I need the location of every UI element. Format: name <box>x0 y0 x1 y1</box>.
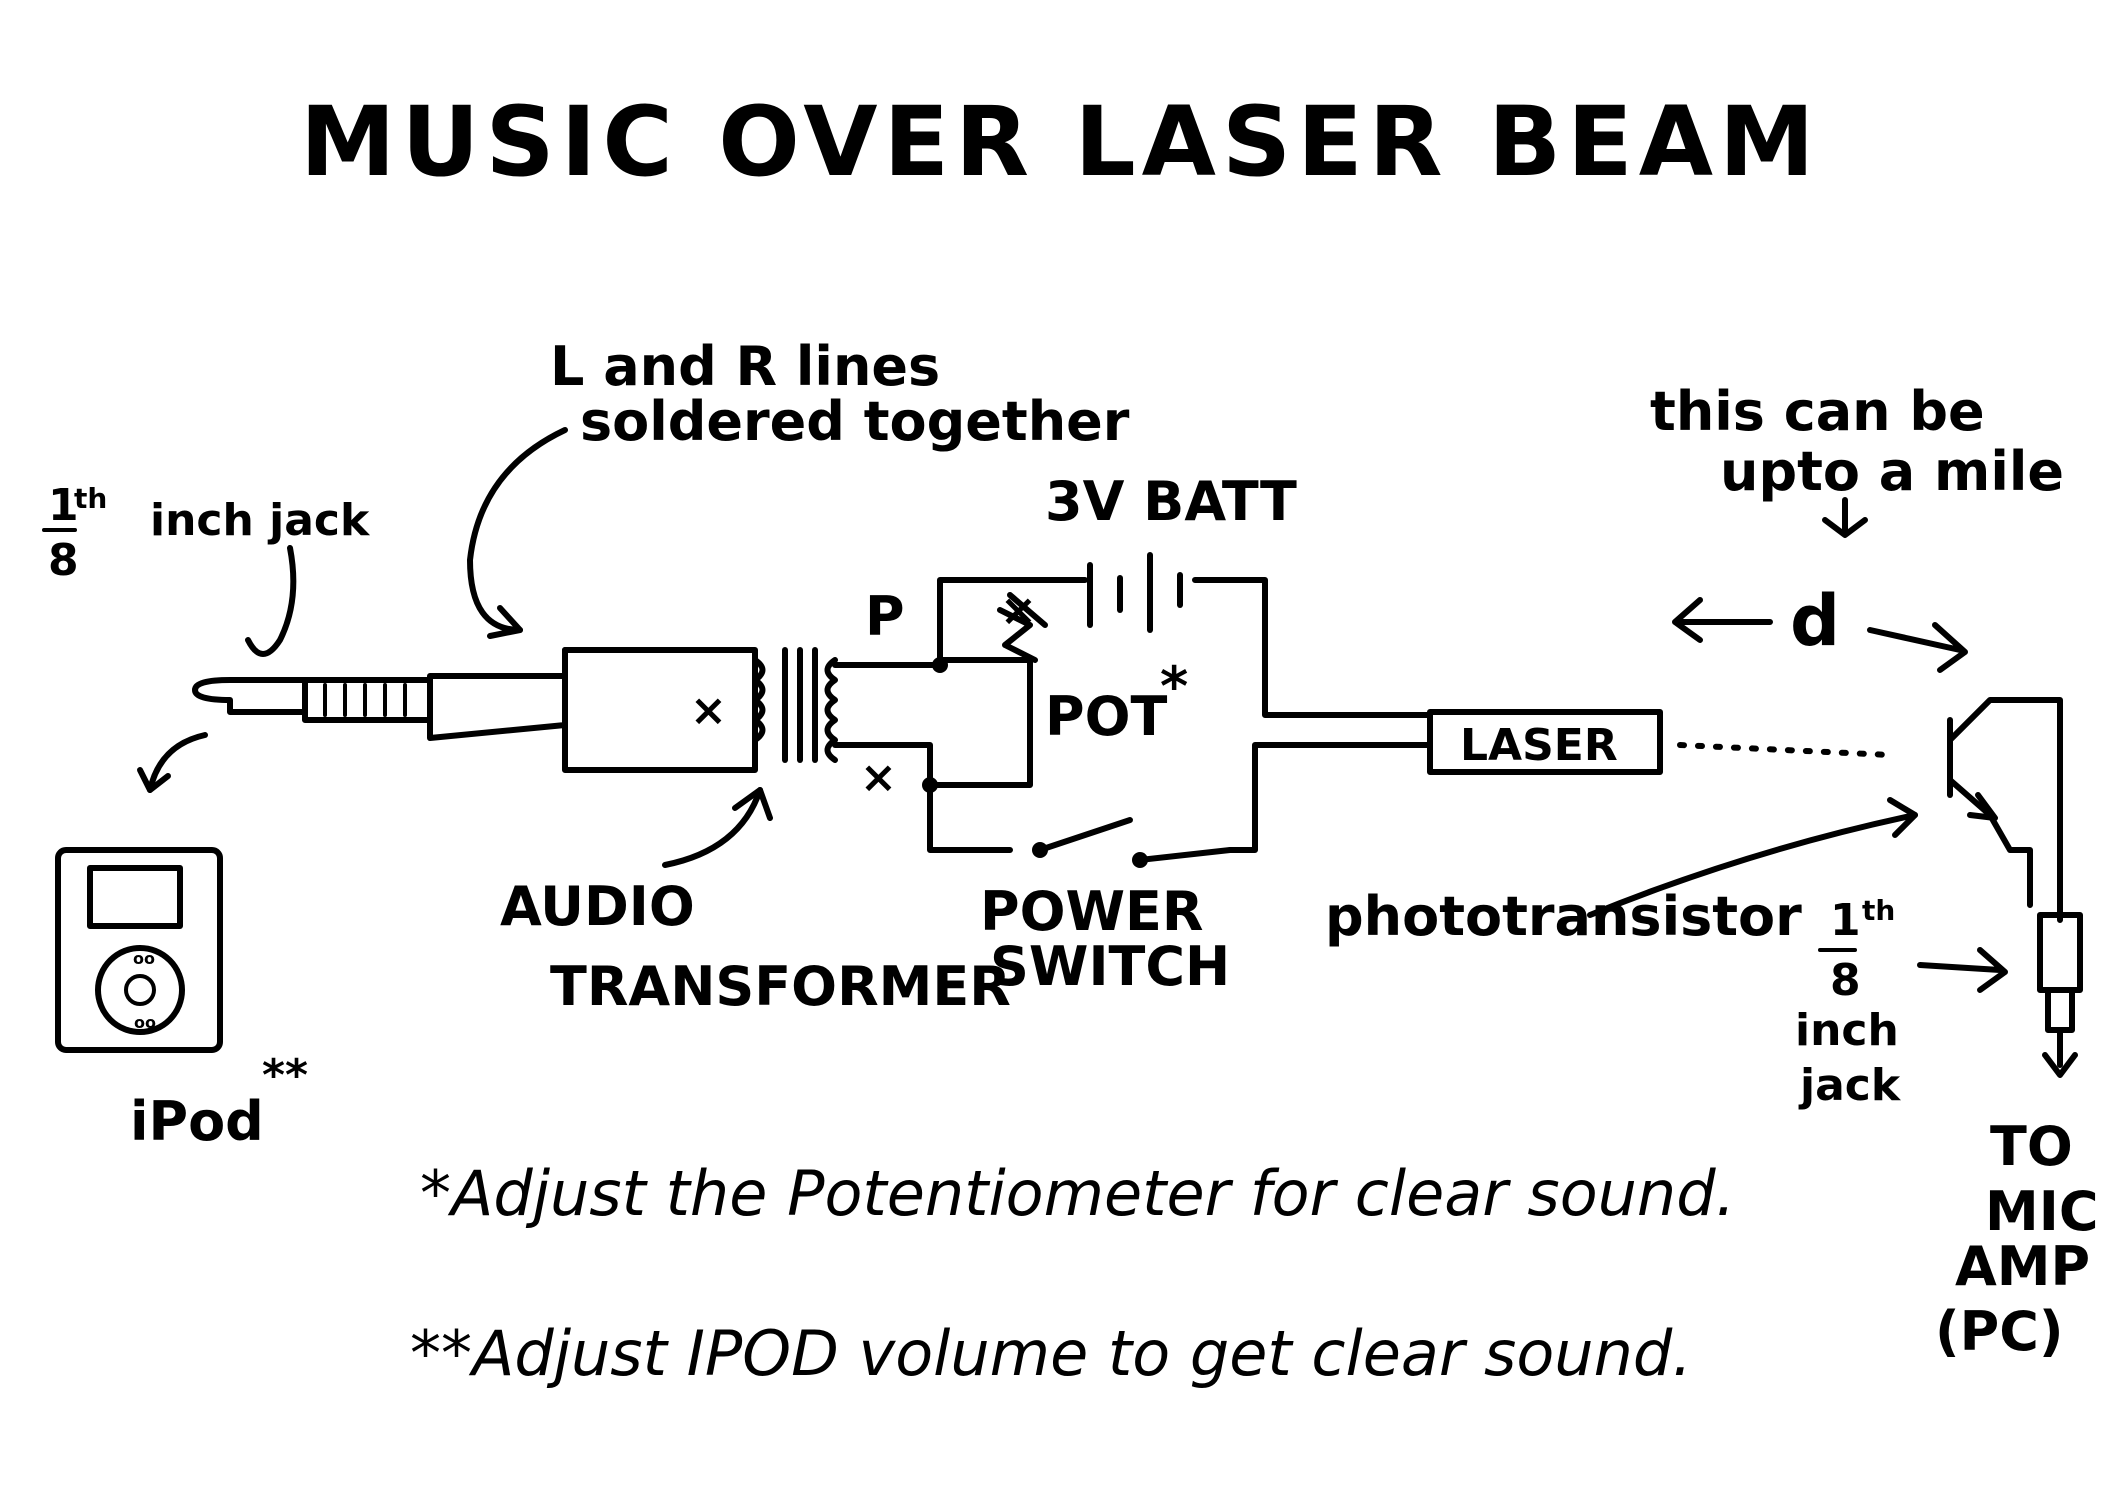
ipod-label: iPod <box>130 1090 264 1153</box>
audio-plug <box>192 647 758 773</box>
power-switch-label-1: POWER <box>980 880 1204 943</box>
right-jack <box>2037 912 2083 1078</box>
phototransistor-arrow <box>1587 812 1918 918</box>
distance-arrow-left <box>1672 597 1773 643</box>
left-jack-arrow <box>245 545 297 657</box>
phototransistor-label: phototransistor <box>1325 885 1802 948</box>
audio-transformer-label-1: AUDIO <box>500 875 695 938</box>
lr-lines-label-1: L and R lines <box>550 335 940 398</box>
power-switch-label-2: SWITCH <box>990 935 1230 998</box>
output-label-2: MIC <box>1985 1180 2098 1243</box>
svg-text:oo: oo <box>134 1013 156 1032</box>
circuit-wiring <box>832 577 1433 853</box>
distance-arrow-right <box>1867 622 1968 673</box>
lr-lines-arrow <box>467 427 568 633</box>
potentiometer: × <box>997 585 1048 663</box>
ipod-arrow <box>147 732 208 793</box>
right-jack-frac-sup: th <box>1862 894 1895 927</box>
jack-frac-num: 1 <box>48 480 79 531</box>
audio-transformer-label-2: TRANSFORMER <box>550 955 1011 1018</box>
ipod-device: oo oo <box>55 847 223 1053</box>
svg-text:×: × <box>690 685 727 736</box>
svg-text:oo: oo <box>133 949 155 968</box>
distance-note-2: upto a mile <box>1720 440 2064 503</box>
transformer-arrow <box>662 787 763 868</box>
note-potentiometer: *Adjust the Potentiometer for clear soun… <box>420 1157 1735 1230</box>
pot-label: POT <box>1045 685 1167 748</box>
phototransistor-symbol <box>1947 697 2063 923</box>
battery-label: 3V BATT <box>1045 470 1297 533</box>
p-label: P <box>865 585 905 648</box>
jack-frac-sup: th <box>74 482 107 515</box>
output-label-3: AMP <box>1955 1235 2090 1298</box>
left-jack-label: inch jack <box>150 495 371 546</box>
pot-mark: * <box>1160 655 1188 718</box>
right-jack-frac-den: 8 <box>1830 955 1861 1006</box>
distance-symbol: d <box>1790 580 1840 662</box>
laser-beam <box>1677 742 1893 758</box>
audio-transformer: × × <box>690 647 897 803</box>
output-label-1: TO <box>1990 1115 2073 1178</box>
note-ipod-volume: **Adjust IPOD volume to get clear sound. <box>410 1317 1692 1390</box>
diagram-title: MUSIC OVER LASER BEAM <box>300 86 1821 198</box>
right-jack-label-1: inch <box>1795 1005 1899 1056</box>
output-label-4: (PC) <box>1935 1300 2064 1363</box>
right-jack-label-2: jack <box>1798 1060 1902 1111</box>
svg-text:×: × <box>860 752 897 803</box>
distance-note-1: this can be <box>1650 380 1985 443</box>
right-jack-frac-num: 1 <box>1830 895 1861 946</box>
battery-symbol <box>1087 552 1183 633</box>
lr-lines-label-2: soldered together <box>580 390 1130 453</box>
laser-label: LASER <box>1460 720 1618 771</box>
jack-frac-den: 8 <box>48 535 79 586</box>
power-switch <box>1032 817 1233 868</box>
svg-text:×: × <box>1000 585 1037 636</box>
ipod-mark: ** <box>262 1050 308 1101</box>
laser-module <box>1427 709 1663 775</box>
